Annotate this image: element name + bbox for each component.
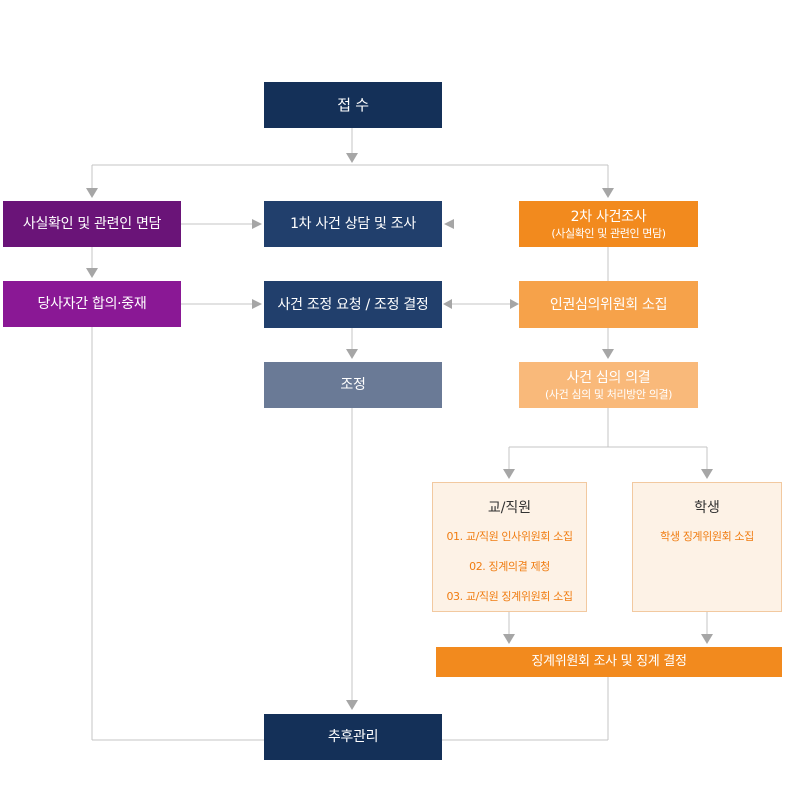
human-rights-committee-node: 인권심의위원회 소집 [519,281,698,328]
fact-check-label: 사실확인 및 관련인 면담 [22,216,162,232]
mediation-label: 당사자간 합의·중재 [37,296,147,312]
case-resolution-sublabel: (사건 심의 및 처리방안 의결) [544,387,673,401]
adjustment-node: 조정 [264,362,442,408]
adjustment-label: 조정 [340,377,366,393]
human-rights-committee-label: 인권심의위원회 소집 [549,296,668,313]
case-resolution-label: 사건 심의 의결 [566,369,651,386]
staff-step-3: 03. 교/직원 징계위원회 소집 [446,590,573,603]
staff-label: 교/직원 [487,500,532,516]
staff-node: 교/직원 01. 교/직원 인사위원회 소집 02. 징계의결 제청 03. 교… [432,482,587,612]
student-label: 학생 [694,500,720,516]
second-investigation-label: 2차 사건조사 [570,208,647,225]
disciplinary-committee-node: 징계위원회 조사 및 징계 결정 [436,647,782,677]
student-step-1: 학생 징계위원회 소집 [660,530,754,543]
mediation-node: 당사자간 합의·중재 [3,281,181,327]
first-investigation-label: 1차 사건 상담 및 조사 [290,216,416,232]
receipt-label: 접 수 [337,96,369,114]
second-investigation-sublabel: (사실확인 및 관련인 면담) [551,226,666,240]
student-node: 학생 학생 징계위원회 소집 [632,482,782,612]
case-resolution-node: 사건 심의 의결 (사건 심의 및 처리방안 의결) [519,362,698,408]
fact-check-node: 사실확인 및 관련인 면담 [3,201,181,247]
first-investigation-node: 1차 사건 상담 및 조사 [264,201,442,247]
second-investigation-node: 2차 사건조사 (사실확인 및 관련인 면담) [519,201,698,247]
disciplinary-committee-label: 징계위원회 조사 및 징계 결정 [531,654,687,669]
adjustment-request-label: 사건 조정 요청 / 조정 결정 [277,296,429,313]
follow-up-node: 추후관리 [264,714,442,760]
receipt-node: 접 수 [264,82,442,128]
adjustment-request-node: 사건 조정 요청 / 조정 결정 [264,281,442,328]
staff-step-1: 01. 교/직원 인사위원회 소집 [446,530,573,543]
staff-step-2: 02. 징계의결 제청 [469,560,550,573]
follow-up-label: 추후관리 [327,729,379,745]
